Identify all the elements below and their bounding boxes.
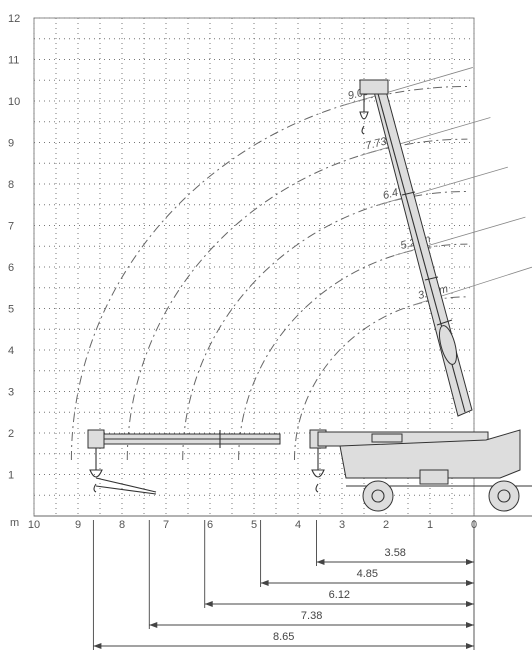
y-tick-label: 3 bbox=[8, 387, 14, 399]
dimension-arrowhead bbox=[466, 601, 474, 607]
x-tick-label: 2 bbox=[383, 519, 389, 531]
dimension-label: 3.58 bbox=[385, 547, 406, 559]
y-tick-label: 11 bbox=[8, 55, 19, 67]
dimension-label: 4.85 bbox=[357, 568, 378, 580]
x-tick-label: 8 bbox=[119, 519, 125, 531]
dimension-arrowhead bbox=[204, 601, 213, 607]
dimension-arrowhead bbox=[93, 643, 102, 649]
dimension-lines: 3.58 4.85 6.12 7.38 8.65 bbox=[92, 520, 475, 650]
dimension-label: 7.38 bbox=[301, 610, 322, 622]
dimension-arrowhead bbox=[260, 580, 269, 586]
y-tick-label: 10 bbox=[8, 96, 20, 108]
radius-leader-line bbox=[360, 117, 491, 156]
y-tick-label: 7 bbox=[8, 221, 14, 233]
x-tick-label: 7 bbox=[163, 519, 169, 531]
crane-carrier bbox=[339, 429, 532, 512]
dimension-arrowhead bbox=[466, 622, 474, 628]
crane-illustration bbox=[87, 79, 532, 512]
x-tick-label: 1 bbox=[427, 519, 433, 531]
dimension-arrowhead bbox=[149, 622, 158, 628]
dimension-arrowhead bbox=[316, 559, 325, 565]
y-tick-label: 9 bbox=[8, 138, 14, 150]
dimension-arrowhead bbox=[466, 559, 474, 565]
y-tick-label: 8 bbox=[8, 179, 14, 191]
reach-arc bbox=[126, 138, 468, 460]
x-tick-label: 4 bbox=[295, 519, 301, 531]
dimension-arrowhead bbox=[466, 580, 474, 586]
x-tick-label: 3 bbox=[339, 519, 345, 531]
reach-arc bbox=[238, 243, 468, 460]
x-tick-label: 5 bbox=[251, 519, 257, 531]
crane-boom-raised bbox=[359, 79, 473, 417]
y-tick-label: 6 bbox=[8, 262, 14, 274]
x-unit-label: m bbox=[10, 517, 19, 529]
y-tick-label: 1 bbox=[8, 470, 14, 482]
dimension-label: 6.12 bbox=[329, 589, 350, 601]
x-tick-label: 10 bbox=[28, 519, 40, 531]
dimension-label: 8.65 bbox=[273, 631, 294, 643]
horizontal-gridlines bbox=[34, 17, 474, 517]
dimension-arrowhead bbox=[466, 643, 474, 649]
y-tick-label: 4 bbox=[8, 345, 14, 357]
x-tick-label: 6 bbox=[207, 519, 213, 531]
reach-arc bbox=[182, 190, 468, 460]
radius-leader-line bbox=[377, 166, 508, 206]
y-tick-label: 2 bbox=[8, 428, 14, 440]
y-tick-label: 12 bbox=[8, 13, 20, 25]
y-tick-label: 5 bbox=[8, 304, 14, 316]
x-tick-label: 9 bbox=[75, 519, 81, 531]
